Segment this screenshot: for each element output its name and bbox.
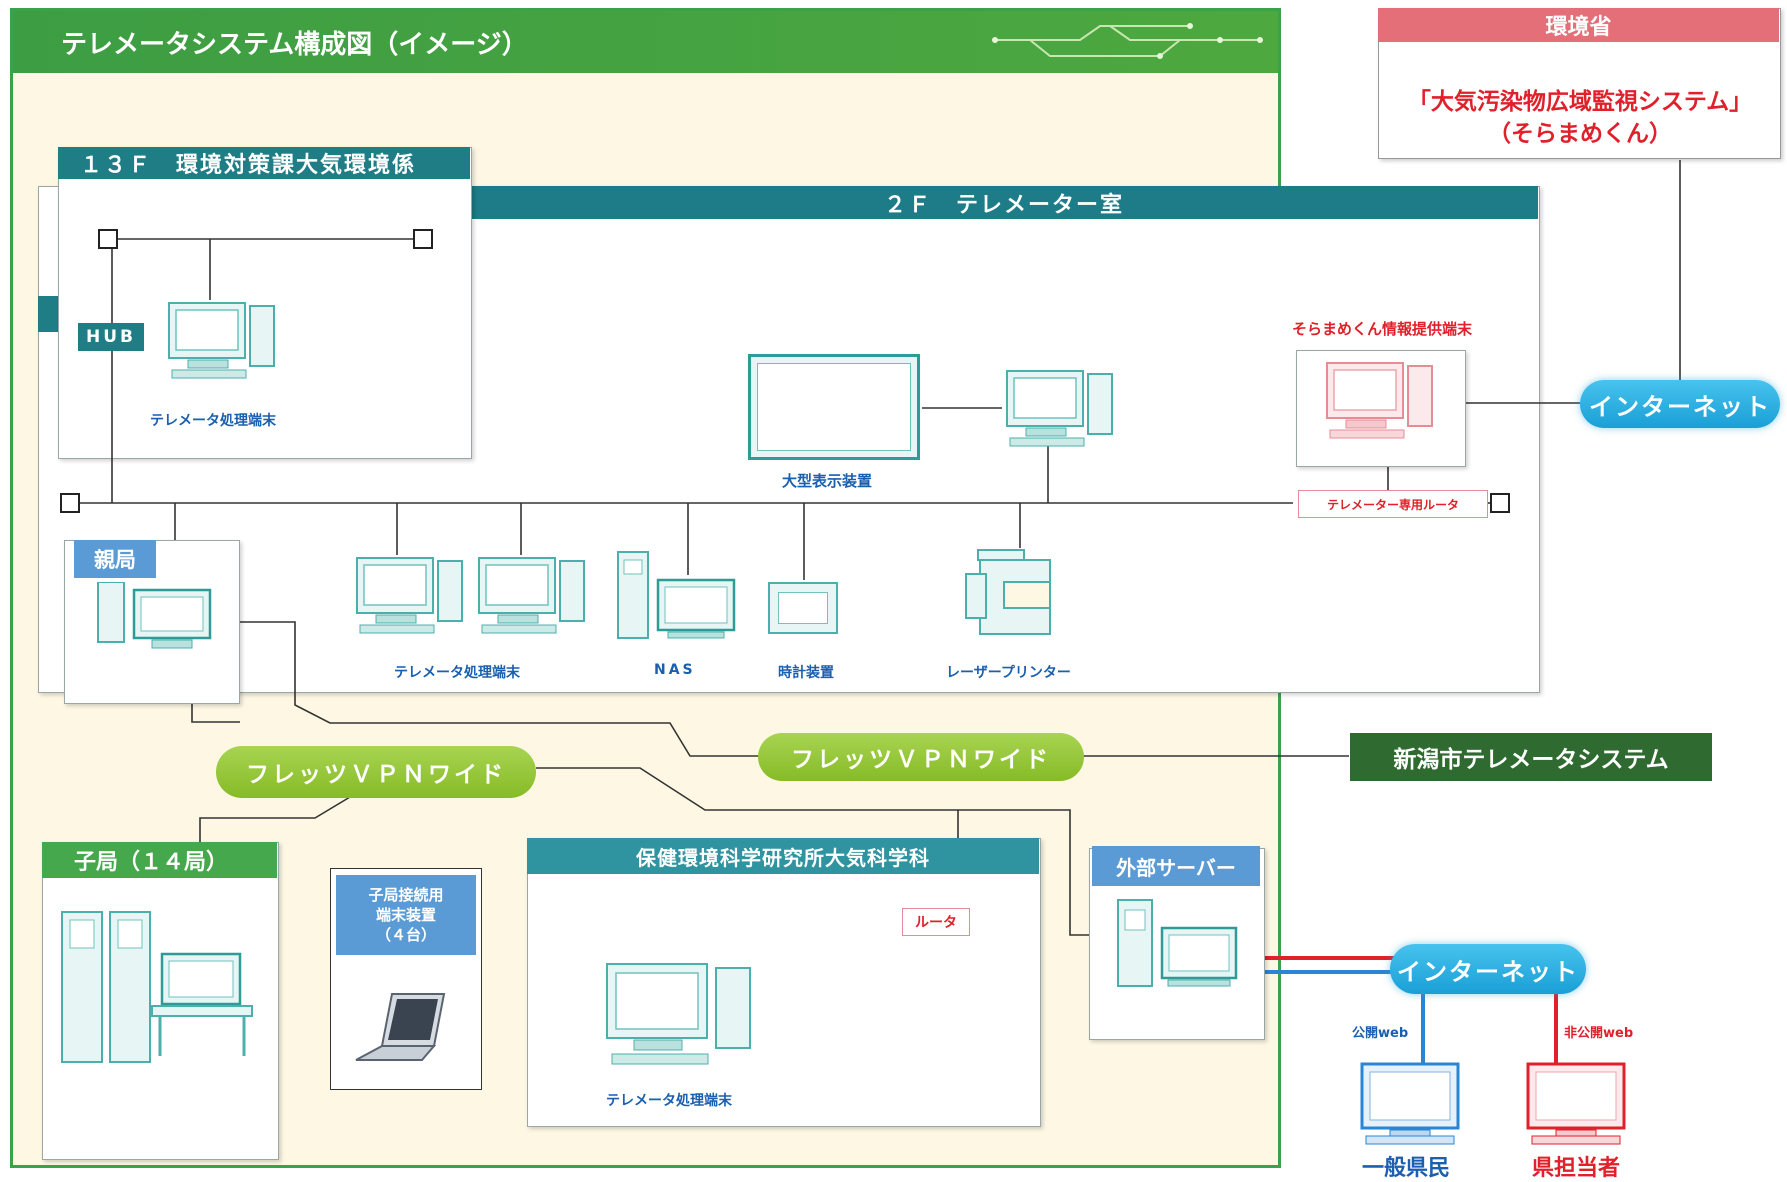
page-title: テレメータシステム構成図（イメージ）	[13, 11, 1278, 73]
floor13-room	[58, 147, 472, 459]
prefecture-staff-label: 県担当者	[1532, 1156, 1621, 1181]
floor2-header: ２Ｆ テレメーター室	[470, 186, 1538, 219]
lab-router: ルータ	[902, 908, 970, 936]
desktop-pc-icon	[606, 963, 751, 1065]
circuit-decoration	[992, 23, 1263, 59]
public-web-label: 公開web	[1352, 1026, 1409, 1041]
lab-box	[527, 838, 1041, 1127]
lab-terminal-label: テレメータ処理端末	[606, 1093, 732, 1109]
floor2-terminals-label: テレメータ処理端末	[394, 665, 520, 681]
floor13-header: １３Ｆ 環境対策課大気環境係	[58, 147, 470, 179]
monitor-icon	[1526, 1062, 1626, 1145]
desktop-pc-icon	[1006, 370, 1113, 447]
laptop-icon	[355, 993, 446, 1061]
hub-label: HUB	[78, 323, 144, 351]
internet-cloud-bottom: インターネット	[1390, 944, 1586, 994]
clock-device-icon	[768, 582, 838, 634]
nas-label: NAS	[654, 662, 696, 678]
ministry-header: 環境省	[1378, 8, 1779, 42]
clock-device-label: 時計装置	[778, 665, 834, 681]
lan-terminator	[60, 493, 80, 513]
floor13-terminal-label: テレメータ処理端末	[150, 413, 276, 429]
general-public-label: 一般県民	[1362, 1156, 1451, 1181]
desktop-pc-icon	[356, 557, 463, 634]
ministry-system-name: 「大気汚染物広域監視システム」	[1407, 89, 1753, 115]
lab-header: 保健環境科学研究所大気科学科	[527, 838, 1039, 874]
lan-terminator	[1490, 493, 1510, 513]
vpn-wide-right: フレッツＶＰＮワイド	[758, 733, 1084, 781]
soramame-terminal-label: そらまめくん情報提供端末	[1292, 320, 1473, 338]
ministry-system-nickname: （そらまめくん）	[1488, 121, 1672, 147]
printer-label: レーザープリンター	[946, 665, 1071, 681]
oyakyoku-label: 親局	[74, 540, 156, 578]
kokyoku-terminal-label: 子局接続用 端末装置 （４台）	[336, 875, 476, 955]
vpn-wide-left: フレッツＶＰＮワイド	[216, 746, 536, 798]
lan-terminator	[413, 229, 433, 249]
desktop-pc-icon	[168, 302, 275, 379]
niigata-system-label: 新潟市テレメータシステム	[1350, 733, 1712, 781]
floor2-side-accent	[38, 296, 58, 332]
internet-cloud-top: インターネット	[1580, 380, 1780, 428]
external-server-label: 外部サーバー	[1092, 846, 1260, 886]
server-pc-icon	[1117, 899, 1238, 987]
desktop-pc-icon	[478, 557, 585, 634]
desktop-pc-icon	[1326, 362, 1433, 439]
kokyoku-header: 子局（１４局）	[42, 842, 277, 878]
monitor-icon	[1360, 1062, 1460, 1145]
station-equipment-icon	[61, 911, 253, 1063]
server-pc-icon	[97, 582, 212, 649]
private-web-label: 非公開web	[1564, 1026, 1634, 1041]
lan-terminator	[98, 229, 118, 249]
printer-icon	[965, 549, 1051, 635]
large-display-label: 大型表示装置	[782, 472, 873, 490]
telemeter-router: テレメーター専用ルータ	[1298, 490, 1488, 518]
nas-icon	[617, 551, 736, 639]
large-display-icon	[748, 354, 920, 460]
